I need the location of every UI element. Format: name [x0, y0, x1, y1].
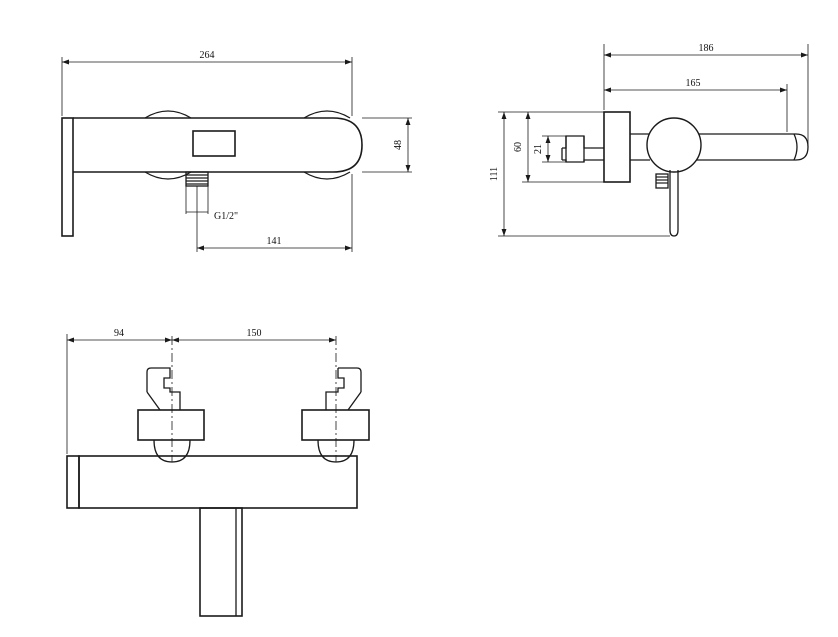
front-wall-plate: [66, 455, 80, 509]
top-spout-outlet: [192, 130, 236, 157]
top-thread-hatch: [186, 174, 208, 185]
front-left-union: [137, 409, 205, 441]
top-right-disc-lower: [303, 171, 351, 180]
dim-label-60: 60: [513, 142, 524, 152]
top-view: G1/2" 264 48 141: [61, 50, 412, 252]
side-thread: [655, 173, 669, 189]
top-left-disc-lower: [144, 171, 192, 180]
dim-label-150: 150: [247, 328, 262, 339]
top-right-disc-upper: [303, 110, 351, 119]
dim-label-48: 48: [393, 140, 404, 150]
dim-label-111: 111: [489, 167, 500, 181]
front-right-union: [301, 409, 370, 441]
side-view: 186 165 111 60 21: [489, 43, 809, 237]
top-left-disc-upper: [144, 110, 192, 119]
top-wall-plate: [61, 117, 74, 237]
dim-label-165: 165: [686, 78, 701, 89]
dim-label-141: 141: [267, 236, 282, 247]
front-body: [78, 455, 358, 509]
side-lever: [690, 133, 809, 161]
dim-label-264: 264: [200, 50, 215, 61]
dim-label-94: 94: [114, 328, 124, 339]
front-right-connector: [325, 367, 362, 410]
front-view: 94 150: [66, 328, 370, 617]
side-lever-tip: [793, 133, 798, 161]
side-body-block: [603, 111, 631, 183]
front-left-connector: [146, 367, 181, 410]
side-mixer-circle: [646, 117, 702, 173]
front-spout: [199, 507, 243, 617]
dim-label-21: 21: [533, 144, 544, 154]
top-body: [73, 117, 363, 173]
side-connector: [561, 135, 604, 163]
thread-label: G1/2": [214, 211, 238, 222]
dim-label-186: 186: [699, 43, 714, 54]
side-hose-stem: [669, 170, 679, 237]
